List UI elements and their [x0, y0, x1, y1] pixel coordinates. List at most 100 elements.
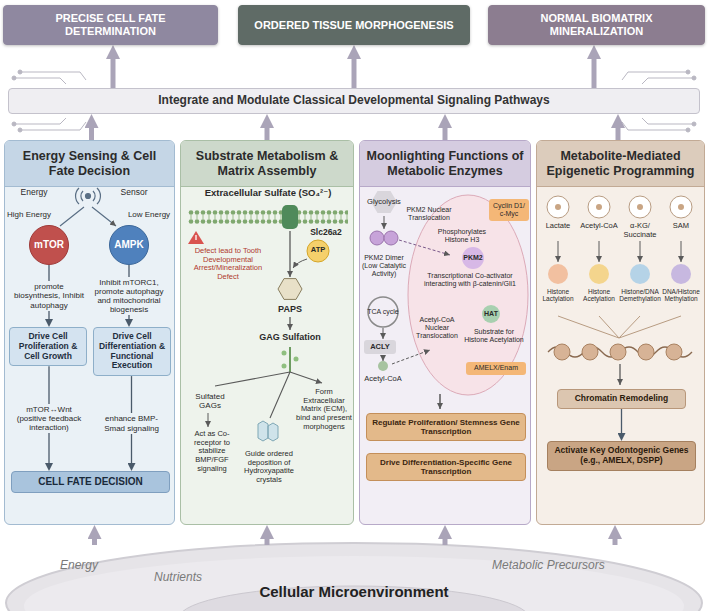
connector-arrow [443, 128, 448, 140]
nucleus-illustration [384, 216, 385, 229]
epigenetic-illustration [629, 196, 651, 218]
microenvironment-node: EnergyNutrientsMetabolic PrecursorsCellu… [14, 545, 694, 609]
node-text: AMPK [114, 239, 143, 251]
epigenetic-illustration [619, 364, 620, 385]
connector-arrow [92, 539, 97, 545]
nucleus-illustration [408, 195, 528, 395]
sulfate-pathway [188, 231, 204, 244]
nucleus-illustration [489, 199, 529, 221]
sulfate-pathway [289, 231, 290, 277]
sensor-icon [76, 188, 101, 204]
process-box: Regulate Proliferation/ Stemness Gene Tr… [366, 413, 526, 441]
node-text: ORDERED TISSUE MORPHOGENESIS [254, 19, 453, 32]
connector-arrow [89, 128, 94, 140]
annotation-label: Acetyl-CoA [578, 222, 620, 231]
node-text: Chromatin Remodeling [575, 394, 669, 404]
circuit-lines [686, 70, 690, 74]
annotation-label: Histone Acetylation [578, 288, 620, 303]
sulfate-pathway [293, 259, 307, 268]
sulfate-pathway [208, 413, 209, 427]
connector-arrow [613, 539, 618, 545]
annotation-label: Cyclin D1/ c-Myc [491, 202, 527, 218]
annotation-label: Histone/DNA Demethylation [619, 288, 661, 303]
epigenetic-illustration [681, 241, 682, 262]
outcome-box: PRECISE CELL FATE DETERMINATION [3, 5, 218, 45]
nucleus-illustration [364, 340, 396, 354]
epigenetic-illustration [555, 204, 684, 210]
process-box: Drive Cell Proliferation & Cell Growth [9, 327, 87, 366]
node-text: NORMAL BIOMATRIX MINERALIZATION [495, 12, 698, 37]
epigenetic-illustration [610, 344, 626, 360]
annotation-label: GAG Sulfation [240, 332, 340, 342]
sensor-node: mTOR [29, 225, 69, 265]
annotation-label: PKM2 [458, 254, 488, 262]
panel-heading: Moonlighting Functions of Metabolic Enzy… [360, 141, 530, 187]
annotation-label: Substrate for Histone Acetylation [462, 328, 526, 344]
nucleus-illustration [439, 394, 441, 409]
node-text: Drive Cell Proliferation & Cell Growth [14, 332, 82, 361]
epigenetic-illustration [637, 204, 643, 210]
annotation-label: Phosphorylates Histone H3 [436, 228, 488, 244]
node-text: mTOR [34, 239, 64, 251]
epigenetic-illustration [547, 196, 569, 218]
edge-label: enhance BMP-Smad signaling [95, 413, 169, 433]
epigenetic-illustration [558, 241, 559, 262]
epigenetic-illustration [548, 264, 568, 284]
annotation-label: PKM2 Nuclear Translocation [404, 206, 454, 222]
connector-arrow [616, 128, 621, 140]
connector-arrow [592, 59, 597, 88]
annotation-label: Energy [14, 188, 54, 198]
sensor-icon [86, 194, 91, 199]
annotation-label: Transcriptional Co-activator interacting… [420, 272, 520, 288]
nucleus-illustration [399, 240, 450, 255]
edge-label: mTOR↔Wnt (positive feedback interaction) [12, 404, 86, 434]
nucleus-illustration [383, 328, 384, 339]
edge-label: Inhibit mTORC1, promote autophagy and mi… [92, 277, 166, 316]
epigenetic-illustration [640, 241, 641, 262]
process-box: CELL FATE DECISION [11, 471, 170, 493]
nucleus-illustration [466, 362, 526, 375]
epigenetic-illustration [558, 241, 681, 262]
epigenetic-illustration [596, 204, 602, 210]
annotation-label: Acetyl-CoA Nuclear Translocation [408, 316, 466, 340]
node-text: Metabolic Precursors [492, 559, 605, 573]
circuit-lines [12, 122, 16, 126]
node-text: Integrate and Modulate Classical Develop… [158, 94, 549, 108]
panel-fill [359, 140, 531, 525]
panel-fill [536, 140, 705, 525]
epigenetic-illustration [558, 316, 681, 338]
circuit-lines [692, 122, 696, 126]
circuit-lines [18, 70, 22, 74]
sulfate-pathway [282, 364, 287, 369]
annotation-label: High Energy [4, 210, 54, 219]
annotation-label: AMELX/Enam [468, 364, 524, 372]
sensor-icon [60, 207, 116, 226]
outcome-box: ORDERED TISSUE MORPHOGENESIS [238, 5, 470, 45]
cell-illustration [6, 543, 702, 611]
epigenetic-illustration [671, 264, 691, 284]
sulfate-pathway [282, 351, 287, 356]
sulfate-pathway [289, 347, 291, 372]
sulfate-pathway [188, 210, 348, 224]
epigenetic-illustration [554, 344, 682, 360]
epigenetic-illustration [670, 196, 692, 218]
annotation-label: Guide ordered deposition of Hydroxyapati… [240, 450, 298, 485]
annotation-label: Sulfated GAGs [184, 392, 236, 410]
sulfate-pathway [307, 240, 329, 262]
annotation-label: ACLY [364, 343, 396, 352]
connector-arrow [265, 539, 270, 545]
annotation-label: α-KG/ Succinate [619, 222, 661, 239]
annotation-label: Glycolysis [362, 198, 406, 207]
epigenetic-illustration [547, 196, 692, 218]
nucleus-illustration [378, 361, 388, 371]
epigenetic-illustration [666, 344, 682, 360]
epigenetic-illustration [678, 204, 684, 210]
mechanism-panel: Energy Sensing & Cell Fate DecisionmTORA… [4, 140, 175, 525]
node-text: PRECISE CELL FATE DETERMINATION [10, 12, 211, 37]
epigenetic-illustration [599, 241, 600, 262]
circuit-lines [692, 76, 696, 80]
node-text: CELL FATE DECISION [38, 476, 143, 488]
connector-arrow [443, 539, 448, 545]
sulfate-pathway [289, 317, 290, 330]
process-box: Activate Key Odontogenic Genes (e.g., AM… [547, 441, 696, 471]
